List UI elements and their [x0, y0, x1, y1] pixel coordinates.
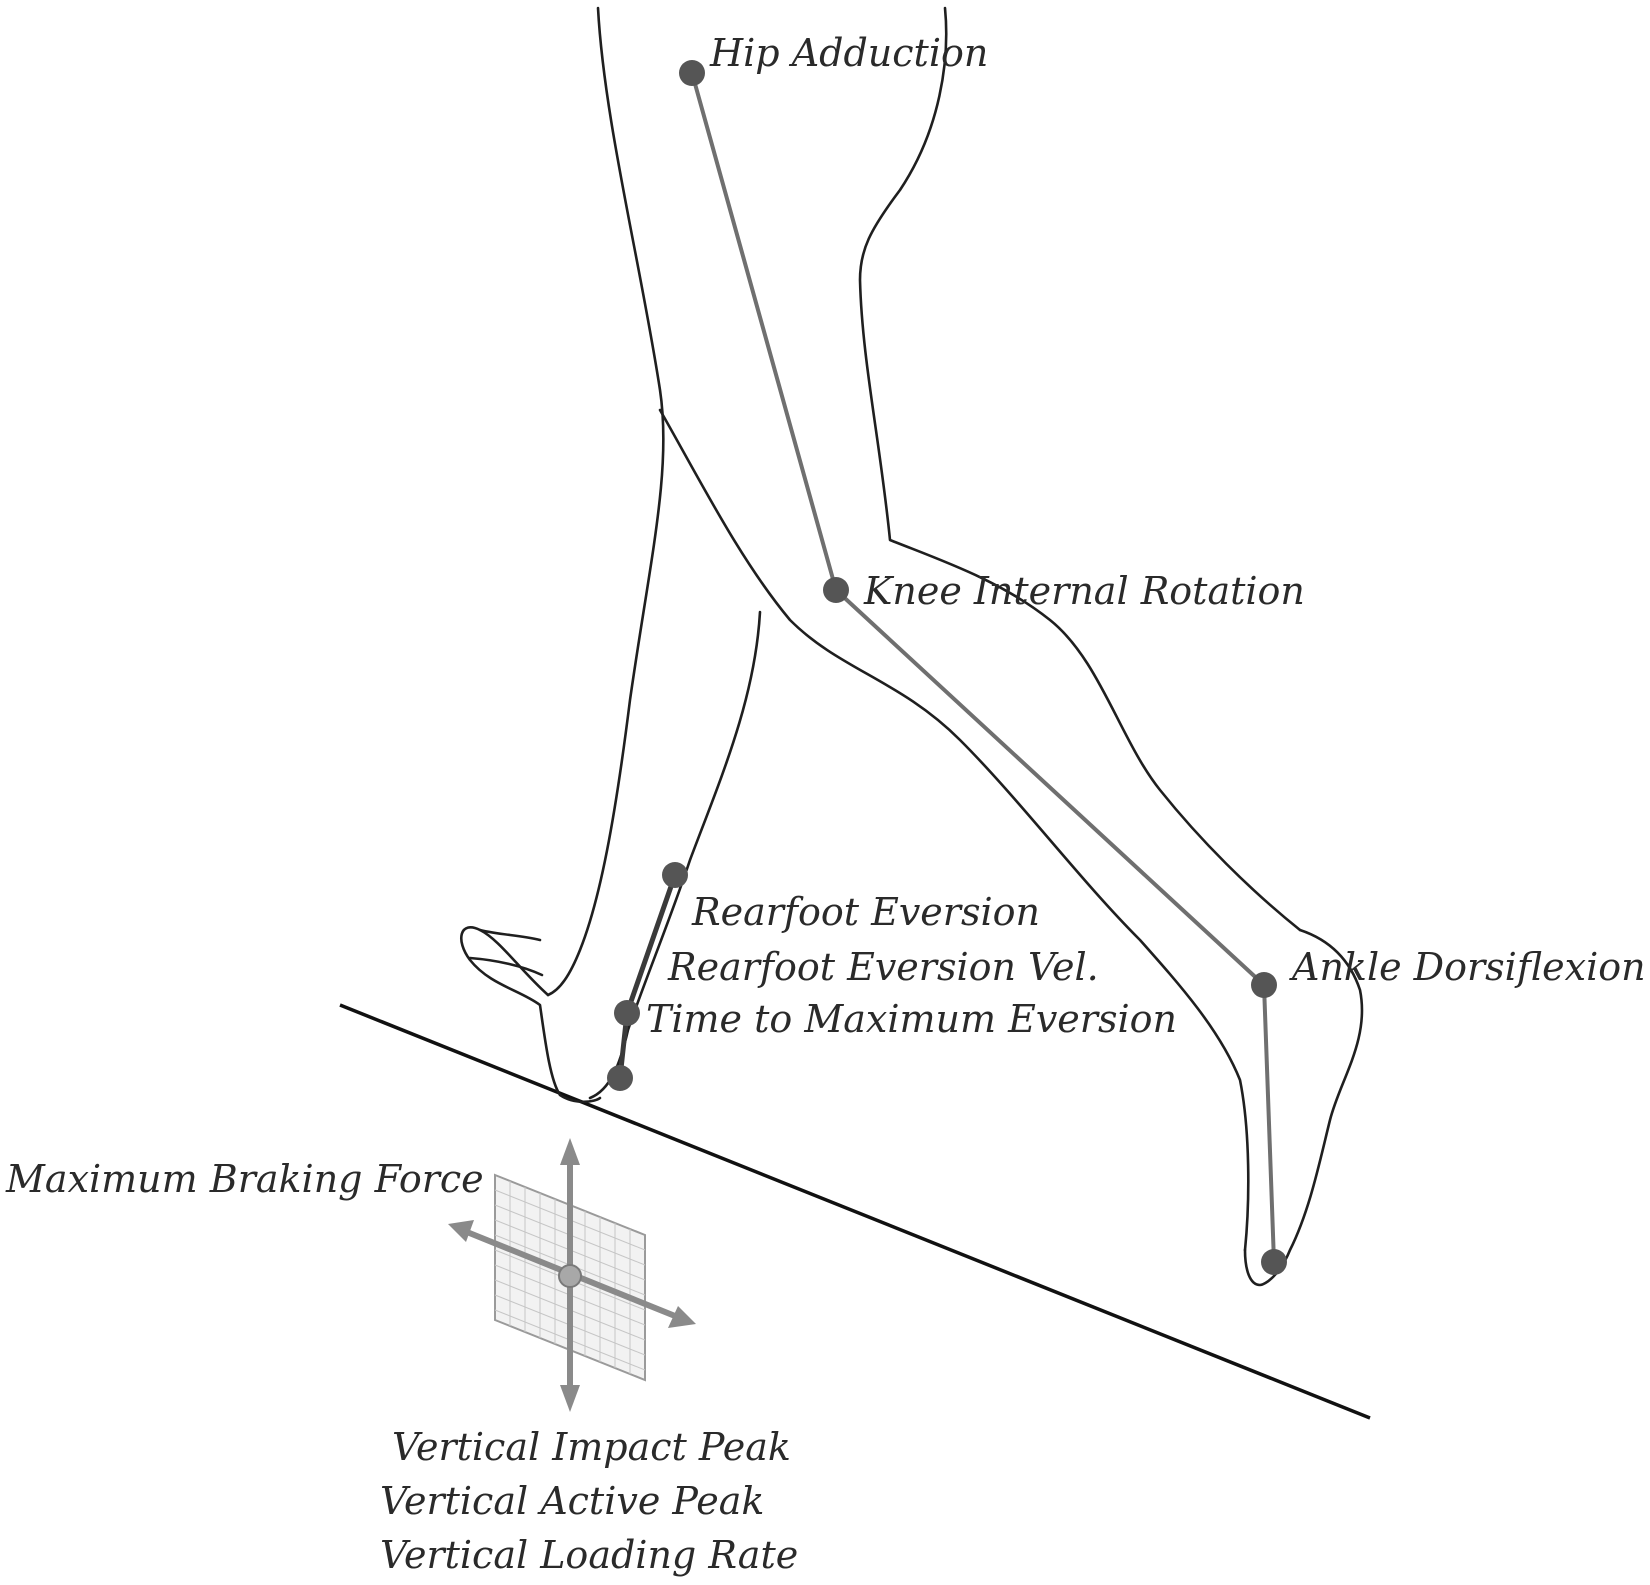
rearfoot-eversion-label: Rearfoot Eversion	[692, 890, 1040, 934]
hip-adduction-label: Hip Adduction	[710, 31, 989, 75]
knee-marker	[823, 577, 849, 603]
ankle-dorsiflexion-label: Ankle Dorsiflexion	[1292, 945, 1646, 989]
front-foot-contour	[1243, 928, 1364, 1287]
force-origin-marker	[558, 1264, 582, 1288]
rearfoot-segment-upper	[624, 872, 678, 1016]
thigh-segment	[690, 71, 838, 592]
shank-segment	[834, 588, 1266, 987]
ground-line	[339, 1003, 1371, 1420]
ankle-marker	[1251, 972, 1277, 998]
rear-toes-contour	[468, 928, 544, 977]
force-plate-icon	[448, 1138, 696, 1412]
front-thigh-front-contour	[658, 408, 1250, 1252]
front-thigh-back-contour	[858, 6, 1302, 932]
vertical-impact-peak-label: Vertical Impact Peak	[392, 1425, 791, 1469]
heel-marker	[607, 1065, 633, 1091]
vertical-active-peak-label: Vertical Active Peak	[380, 1479, 765, 1523]
knee-internal-rotation-label: Knee Internal Rotation	[864, 569, 1305, 613]
rear-foot-contour	[460, 926, 602, 1104]
toe-marker	[1261, 1249, 1287, 1275]
vertical-force-up-arrow	[560, 1138, 580, 1165]
braking-force-forward-arrow	[668, 1306, 696, 1328]
shank-marker	[662, 862, 688, 888]
rearfoot-marker	[614, 1000, 640, 1026]
rearfoot-eversion-velocity-label: Rearfoot Eversion Vel.	[668, 945, 1099, 989]
rear-leg-back-contour	[546, 6, 665, 997]
time-to-maximum-eversion-label: Time to Maximum Eversion	[646, 997, 1177, 1041]
vertical-force-down-arrow	[560, 1385, 580, 1412]
hip-marker	[679, 60, 705, 86]
maximum-braking-force-label: Maximum Braking Force	[6, 1157, 484, 1201]
braking-force-back-arrow	[448, 1220, 474, 1242]
vertical-loading-rate-label: Vertical Loading Rate	[380, 1533, 799, 1577]
foot-segment	[1262, 983, 1276, 1264]
